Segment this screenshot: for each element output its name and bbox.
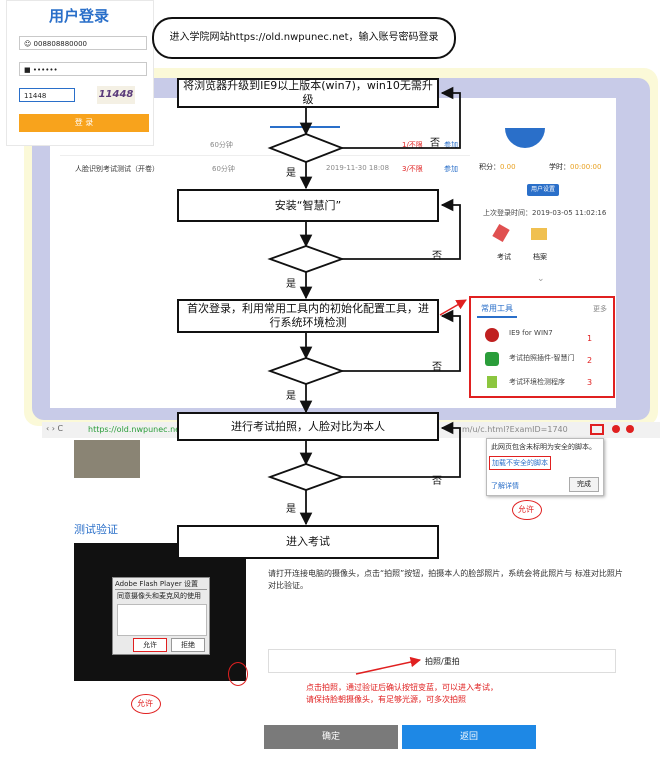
flash-permission-area (117, 604, 207, 636)
row-divider (60, 155, 470, 156)
allow-circle-bottom (131, 694, 161, 714)
flash-title: Adobe Flash Player 设置 (115, 579, 207, 590)
popup-done-button[interactable]: 完成 (569, 477, 599, 492)
red-arrow-tools (439, 299, 467, 316)
chevron-down-icon[interactable]: ⌄ (537, 274, 545, 284)
row1-duration: 60分钟 (210, 141, 233, 149)
step-login-site: 进入学院网站https://old.nwpunec.net，输入账号密码登录 (152, 17, 456, 59)
tool-item-env-check[interactable]: 考试环境检测程序 (509, 378, 565, 386)
decision-4 (267, 463, 345, 491)
allow-label-bottom: 允许 (137, 699, 153, 708)
back-button[interactable]: 返回 (402, 725, 536, 749)
decision-2 (267, 245, 345, 273)
row2-date: 2019-11-30 18:08 (326, 164, 390, 172)
score: 积分：0.00 (479, 163, 516, 171)
url-bar[interactable]: https://old.nwpunec.net (88, 425, 184, 434)
flash-settings-dialog: Adobe Flash Player 设置 同意摄像头和麦克风的使用 允许 拒绝 (112, 577, 210, 655)
download-icon[interactable] (487, 376, 497, 388)
step-upgrade-browser: 将浏览器升级到IE9以上版本(win7)，win10无需升级 (177, 78, 439, 108)
yes-label-2: 是 (286, 279, 296, 290)
no-label-1: 否 (430, 138, 440, 149)
row1-count: 1/不限 (402, 141, 423, 149)
login-panel: 用户登录 ☺ 008808880000 ■ •••••• 11448 11448… (6, 0, 154, 146)
decision-1 (267, 133, 345, 163)
nav-arrows-icon[interactable]: ‹ › C (46, 424, 64, 433)
verify-title: 测试验证 (74, 523, 118, 536)
photo-button[interactable]: 拍照/重拍 (268, 649, 616, 673)
user-card: 积分：0.00 学时：00:00:00 用户设置 上次登录时间：2019-03-… (475, 98, 615, 294)
tools-tab-underline (477, 316, 517, 318)
loop-no-4 (342, 421, 461, 478)
row2-join-link[interactable]: 参加 (444, 165, 458, 173)
confirm-button[interactable]: 确定 (264, 725, 398, 749)
insecure-script-popup: 此网页包含未标明为安全的脚本。 加载不安全的脚本 了解详情 完成 (486, 438, 604, 496)
photo-thumbnail (74, 440, 140, 478)
row2-count: 3/不限 (402, 165, 423, 173)
verify-instruction: 请打开连接电脑的摄像头，点击“拍照”按钮，拍摄本人的脸部照片，系统会将此照片与 … (268, 569, 623, 590)
lock-icon: ■ (24, 66, 31, 74)
red-arrow-photo (355, 656, 422, 675)
step-photo-verify: 进行考试拍照，人脸对比为本人 (177, 412, 439, 441)
tool-item-smart-door[interactable]: 考试拍照插件-智慧门 (509, 354, 575, 362)
yes-label-1: 是 (286, 168, 296, 179)
captcha-image[interactable]: 11448 (97, 86, 135, 104)
camera-circle (228, 662, 248, 686)
login-title: 用户登录 (49, 7, 110, 25)
login-button[interactable]: 登 录 (19, 114, 149, 132)
ie-icon[interactable] (485, 328, 499, 342)
stop-icon[interactable] (612, 425, 620, 433)
archive-icon[interactable] (531, 228, 547, 240)
photo-button-label: 拍照/重拍 (425, 657, 460, 666)
note-line1: 点击拍照，通过验证后确认按钮变蓝，可以进入考试， (306, 683, 498, 692)
user-icon: ☺ (24, 40, 32, 48)
allow-label-top: 允许 (518, 505, 534, 514)
user-settings-button[interactable]: 用户设置 (527, 184, 559, 196)
study-time: 学时：00:00:00 (549, 163, 602, 171)
tool-item-ie9[interactable]: IE9 for WIN7 (509, 329, 553, 337)
url-tail: m/u/c.html?ExamID=1740 (462, 425, 568, 434)
username-field[interactable]: ☺ 008808880000 (19, 36, 147, 50)
exam-label: 考试 (497, 253, 511, 261)
smart-door-icon[interactable] (485, 352, 499, 366)
allow-circle (512, 500, 542, 520)
flash-text: 同意摄像头和麦克风的使用 (117, 592, 201, 600)
captcha-input[interactable]: 11448 (19, 88, 75, 102)
tool-num-3: 3 (587, 378, 593, 387)
no-label-2: 否 (432, 251, 442, 262)
no-label-4: 否 (432, 476, 442, 487)
step-enter-exam: 进入考试 (177, 525, 439, 559)
no-label-3: 否 (432, 362, 442, 373)
yes-label-3: 是 (286, 391, 296, 402)
row1-join-link[interactable]: 参加 (444, 141, 458, 149)
note-line2: 请保持脸朝摄像头，有足够光源，可多次拍照 (306, 695, 466, 704)
tool-num-1: 1 (587, 334, 593, 343)
yes-label-4: 是 (286, 504, 296, 515)
popup-text: 此网页包含未标明为安全的脚本。 (491, 443, 596, 451)
addon-icon[interactable] (626, 425, 634, 433)
loop-no-3 (342, 309, 461, 372)
archive-label: 档案 (533, 253, 547, 261)
loop-no-2 (342, 198, 461, 260)
password-field[interactable]: ■ •••••• (19, 62, 147, 76)
loop-no-1 (342, 86, 461, 149)
common-tools-panel: 常用工具 更多 IE9 for WIN7 1 考试拍照插件-智慧门 2 考试环境… (469, 296, 615, 398)
step-install-smart-door: 安装“智慧门” (177, 189, 439, 222)
tools-more-link[interactable]: 更多 (593, 305, 607, 313)
decision-3 (267, 357, 345, 385)
load-unsafe-script-link[interactable]: 加载不安全的脚本 (489, 456, 551, 470)
learn-more-link[interactable]: 了解详情 (491, 482, 519, 490)
flash-deny-button[interactable]: 拒绝 (171, 638, 205, 652)
step-env-check: 首次登录，利用常用工具内的初始化配置工具，进行系统环境检测 (177, 299, 439, 333)
tools-title: 常用工具 (481, 304, 513, 313)
avatar (505, 128, 545, 148)
shield-icon[interactable] (590, 424, 604, 435)
row2-name: 人脸识别考试测试（开卷） (75, 165, 159, 173)
tool-num-2: 2 (587, 356, 593, 365)
flash-allow-button[interactable]: 允许 (133, 638, 167, 652)
row2-duration: 60分钟 (212, 165, 235, 173)
last-login: 上次登录时间：2019-03-05 11:02:16 (483, 209, 607, 217)
